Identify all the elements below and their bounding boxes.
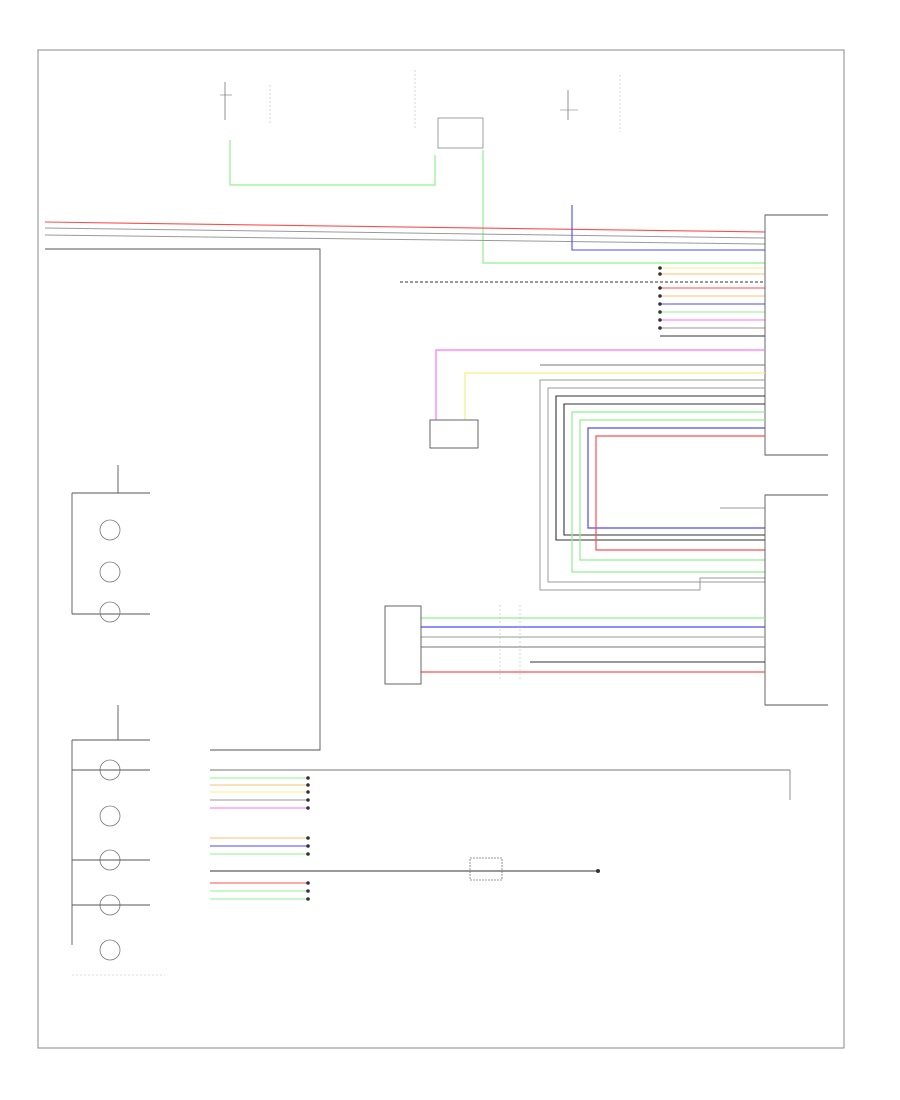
wire-magenta xyxy=(435,349,765,420)
wire-bus-gray1 xyxy=(44,227,766,239)
top-switch-right xyxy=(560,75,621,132)
bottom-cluster-dots xyxy=(306,776,600,901)
bottom-cluster-wires xyxy=(210,769,790,900)
steering-angle-wires xyxy=(420,605,765,680)
steering-angle-sensor-box xyxy=(384,605,422,685)
cruise-switch-connector xyxy=(720,494,828,706)
wire-bus-red xyxy=(44,221,766,233)
top-connector-center xyxy=(414,70,484,149)
wire-blue-right xyxy=(571,205,765,251)
left-switch-assembly xyxy=(71,465,150,623)
right-stub-wires xyxy=(400,267,765,337)
wire-bus-gray2 xyxy=(44,234,766,245)
top-switch-left xyxy=(220,82,271,125)
diagram-frame xyxy=(37,49,845,1049)
combination-switch-assembly xyxy=(71,705,165,976)
steering-sensor-box xyxy=(429,419,479,449)
wire-bundle-loop xyxy=(539,379,765,591)
wire-green-drop xyxy=(482,150,765,264)
wire-yellow xyxy=(464,372,765,420)
relay-bottom xyxy=(469,857,503,881)
multi-meter-display-connector xyxy=(764,214,828,456)
right-stub-dots xyxy=(658,266,662,330)
wire-green-top xyxy=(229,140,436,186)
wire-bus-down xyxy=(45,248,321,751)
